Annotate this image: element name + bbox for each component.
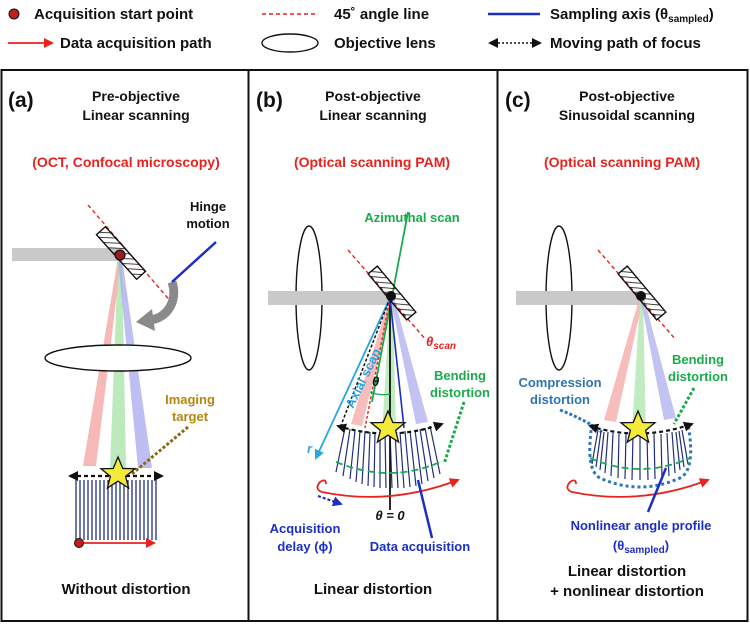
start-point-icon xyxy=(8,8,20,20)
laser-beam-c xyxy=(516,291,639,305)
compression-label-1: Compression xyxy=(518,375,601,390)
theta-scan-label: θscan xyxy=(426,334,456,352)
legend-focus-path: Moving path of focus xyxy=(550,35,701,52)
sample-fan-b xyxy=(335,425,441,489)
bending-c-label-2: distortion xyxy=(668,369,728,384)
mirror-pivot-b xyxy=(386,291,396,301)
nonlinear-label-1: Nonlinear angle profile xyxy=(571,518,712,533)
sample-stripes xyxy=(75,480,157,540)
data-acq-pointer xyxy=(416,479,434,539)
beam-green-b xyxy=(382,296,396,434)
objective-lens-icon xyxy=(261,33,319,53)
beam-red-c xyxy=(604,296,643,422)
scan-angle-red xyxy=(364,297,391,429)
theta-arc xyxy=(369,391,391,396)
panel-b-label: (b) xyxy=(256,89,283,112)
delay-label-2: delay (ϕ) xyxy=(277,539,332,554)
nonlinear-label-2: (θsampled) xyxy=(613,538,669,556)
panel-c-title2: Sinusoidal scanning xyxy=(559,107,695,123)
beam-red-b xyxy=(351,296,393,426)
hinge-label-2: motion xyxy=(186,216,229,231)
axial-scan-line xyxy=(314,297,391,460)
delay-arrow xyxy=(317,494,343,507)
compression-pointer xyxy=(559,408,603,434)
scan-edge-black xyxy=(339,297,391,429)
panel-a-footer: Without distortion xyxy=(62,581,191,598)
sample-stripes-fan xyxy=(335,425,441,489)
panel-c-title1: Post-objective xyxy=(579,88,675,104)
panel-c-footer-2: + nonlinear distortion xyxy=(550,583,704,600)
mirror-pivot-c xyxy=(636,291,646,301)
panel-a: (a) Pre-objective Linear scanning (OCT, … xyxy=(8,88,230,598)
legend-angle-line: 45˚ angle line xyxy=(334,6,429,23)
legend-objective: Objective lens xyxy=(334,35,436,52)
sample-stripes-fan-c xyxy=(591,429,689,481)
delay-label-1: Acquisition xyxy=(270,521,341,536)
target-label-2: target xyxy=(172,409,209,424)
target-label-1: Imaging xyxy=(165,392,215,407)
mirror-pivot xyxy=(114,249,126,261)
sample-fan-c xyxy=(591,429,689,481)
theta-zero-label: θ = 0 xyxy=(375,508,405,523)
beam-blue-b xyxy=(390,296,428,424)
bending-pointer xyxy=(442,401,466,465)
beam-blue-c xyxy=(640,296,676,420)
acq-start-point xyxy=(74,538,84,548)
panel-b-footer: Linear distortion xyxy=(314,581,432,598)
bending-label-1: Bending xyxy=(434,368,486,383)
data-acq-label: Data acquisition xyxy=(370,539,470,554)
legend-start-point: Acquisition start point xyxy=(34,6,193,23)
compression-outline xyxy=(588,423,693,489)
hinge-arrowhead xyxy=(136,309,155,331)
legend-sampling-axis: Sampling axis (θsampled) xyxy=(550,6,714,25)
sample-lines xyxy=(75,480,157,540)
laser-beam-b xyxy=(268,291,391,305)
panel-b-application: (Optical scanning PAM) xyxy=(294,154,450,170)
legend-acq-path: Data acquisition path xyxy=(60,35,212,52)
acq-path-b xyxy=(316,478,460,498)
panel-a-label: (a) xyxy=(8,89,34,112)
objective-lens xyxy=(44,344,192,372)
panel-a-title2: Linear scanning xyxy=(82,107,189,123)
panel-c-label: (c) xyxy=(505,89,531,112)
panel-c: (c) Post-objective Sinusoidal scanning (… xyxy=(505,88,728,600)
panel-a-application: (OCT, Confocal microscopy) xyxy=(32,154,219,170)
bending-label-2: distortion xyxy=(430,385,490,400)
panel-a-title1: Pre-objective xyxy=(92,88,180,104)
hinge-label-1: Hinge xyxy=(190,199,226,214)
panel-c-footer-1: Linear distortion xyxy=(568,563,686,580)
imaging-target-star xyxy=(100,456,136,489)
panel-c-frame xyxy=(496,69,749,622)
azimuthal-label: Azimuthal scan xyxy=(364,210,459,225)
panel-c-application: (Optical scanning PAM) xyxy=(544,154,700,170)
sampling-axis-b xyxy=(389,297,405,429)
hinge-arrow xyxy=(149,280,179,325)
panel-b-title2: Linear scanning xyxy=(319,107,426,123)
laser-beam xyxy=(12,248,118,261)
bending-dashes-c xyxy=(589,457,691,470)
panel-b: (b) Post-objective Linear scanning (Opti… xyxy=(256,88,490,598)
bending-dashes-b xyxy=(335,461,441,474)
bending-c-pointer xyxy=(672,387,696,425)
target-pointer xyxy=(131,425,189,476)
hinge-blue-line xyxy=(171,241,217,283)
nonlinear-pointer xyxy=(646,467,668,513)
beam-green-c xyxy=(632,296,646,434)
compression-label-2: distortion xyxy=(530,392,590,407)
legend: Acquisition start point 45˚ angle line S… xyxy=(8,6,714,53)
bending-c-label-1: Bending xyxy=(672,352,724,367)
theta-label: θ xyxy=(372,374,379,389)
r-label: r xyxy=(307,441,313,456)
panel-b-title1: Post-objective xyxy=(325,88,421,104)
